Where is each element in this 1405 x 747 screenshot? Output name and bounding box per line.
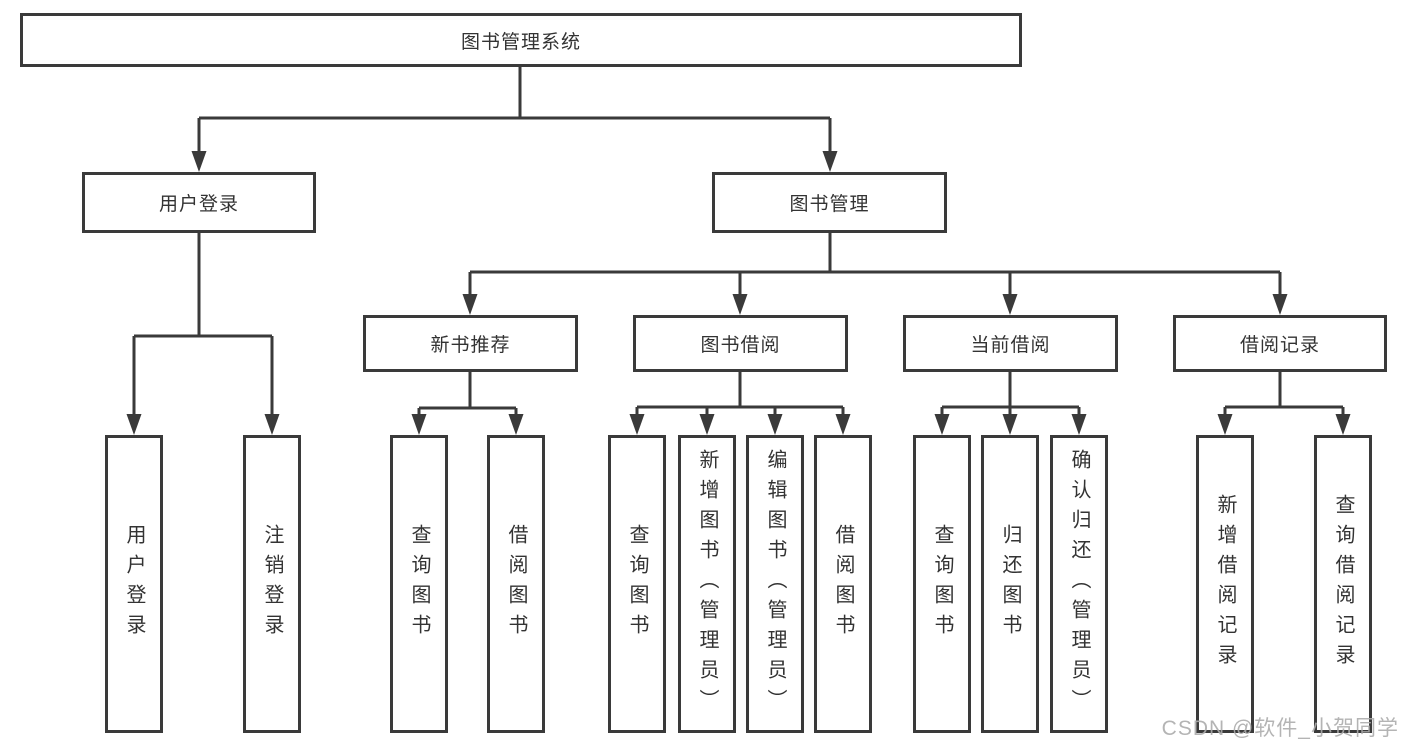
connector-current-branch [940, 372, 1081, 420]
node-label: 图书管理 [789, 194, 870, 215]
connector-records-branch [1223, 372, 1345, 420]
node-label: 借阅图书 [505, 524, 527, 644]
node-borrow-records: 借阅记录 [1173, 315, 1387, 372]
node-leaf-query-borrow-record: 查询借阅记录 [1314, 435, 1372, 733]
node-leaf-user-login: 用户登录 [105, 435, 163, 733]
node-new-book-recommend: 新书推荐 [363, 315, 578, 372]
node-label: 用户登录 [158, 194, 239, 215]
node-leaf-add-borrow-record: 新增借阅记录 [1196, 435, 1254, 733]
node-label: 新增图书（管理员） [696, 449, 718, 719]
node-label: 查询图书 [408, 524, 430, 644]
node-label: 图书管理系统 [460, 31, 581, 53]
connector-root-to-level1 [197, 67, 832, 156]
node-label: 查询借阅记录 [1332, 494, 1354, 674]
node-book-management: 图书管理 [712, 172, 947, 233]
connector-user-login-branch [132, 233, 274, 420]
node-label: 编辑图书（管理员） [764, 449, 786, 719]
node-leaf-current-query-book: 查询图书 [913, 435, 971, 733]
node-leaf-recommend-borrow-book: 借阅图书 [487, 435, 545, 733]
node-label: 归还图书 [999, 524, 1021, 644]
node-label: 借阅记录 [1239, 335, 1320, 356]
connector-recommend-branch [417, 372, 518, 420]
node-label: 查询图书 [626, 524, 648, 644]
connector-borrow-branch [635, 372, 845, 420]
node-label: 确认归还（管理员） [1068, 449, 1090, 719]
node-book-borrow: 图书借阅 [633, 315, 848, 372]
node-leaf-confirm-return-admin: 确认归还（管理员） [1050, 435, 1108, 733]
node-leaf-return-book: 归还图书 [981, 435, 1039, 733]
node-root-library-system: 图书管理系统 [20, 13, 1022, 67]
node-leaf-borrow-book: 借阅图书 [814, 435, 872, 733]
node-label: 图书借阅 [700, 335, 781, 356]
node-label: 新增借阅记录 [1214, 494, 1236, 674]
node-leaf-add-book-admin: 新增图书（管理员） [678, 435, 736, 733]
node-leaf-logout: 注销登录 [243, 435, 301, 733]
node-leaf-recommend-query-book: 查询图书 [390, 435, 448, 733]
csdn-watermark: CSDN @软件_小贺同学 [1161, 717, 1399, 740]
node-label: 查询图书 [931, 524, 953, 644]
node-label: 用户登录 [123, 524, 145, 644]
node-leaf-edit-book-admin: 编辑图书（管理员） [746, 435, 804, 733]
node-user-login: 用户登录 [82, 172, 316, 233]
node-label: 借阅图书 [832, 524, 854, 644]
node-label: 注销登录 [261, 524, 283, 644]
node-label: 新书推荐 [430, 335, 511, 356]
node-leaf-borrow-query-book: 查询图书 [608, 435, 666, 733]
node-current-borrow: 当前借阅 [903, 315, 1118, 372]
connector-book-management-branch [468, 233, 1282, 300]
node-label: 当前借阅 [970, 335, 1051, 356]
